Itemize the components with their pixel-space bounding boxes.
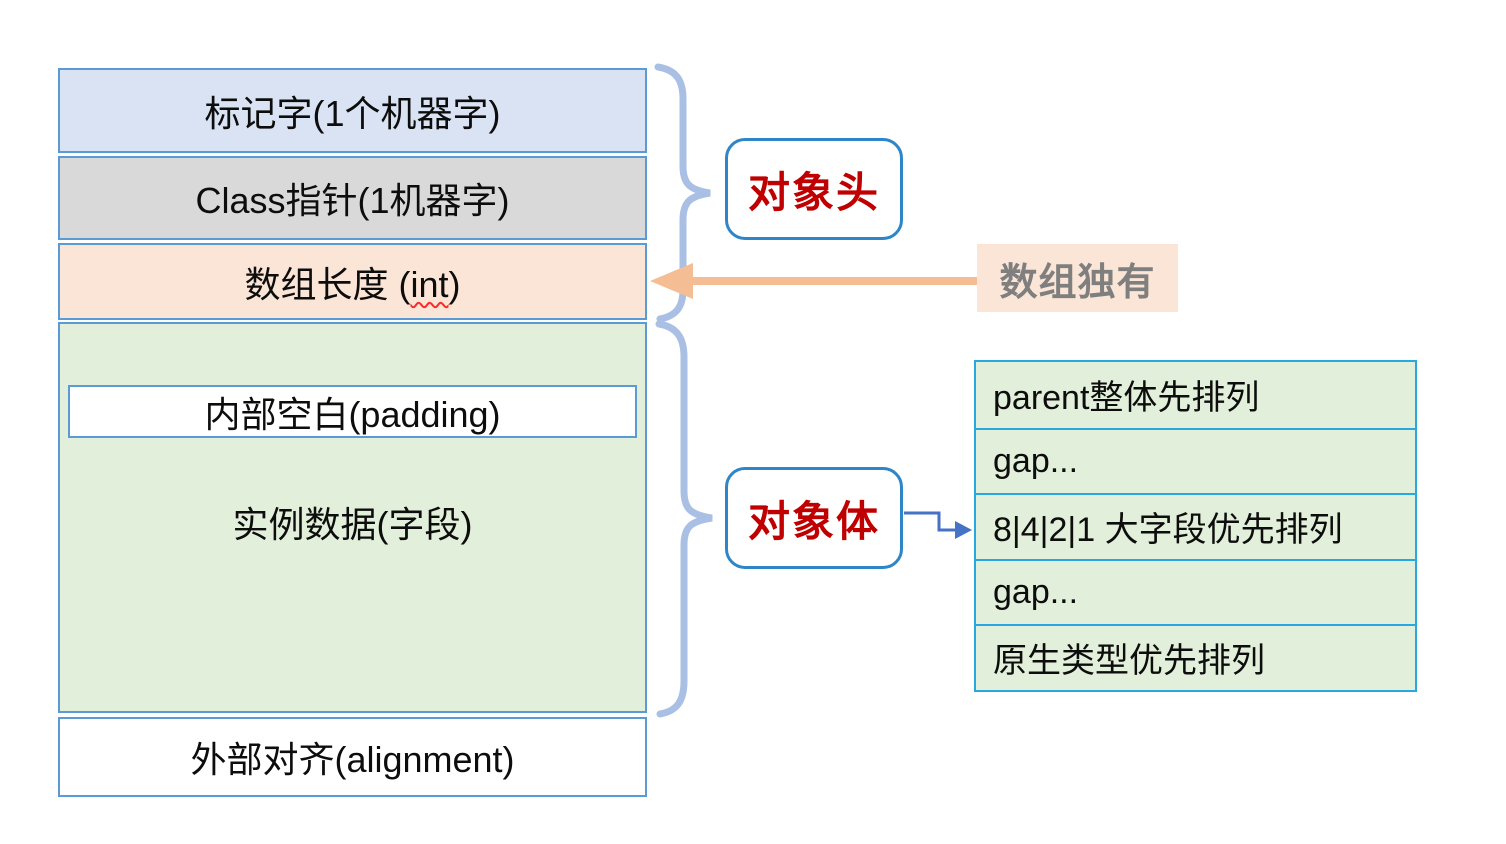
table-row-label: parent整体先排列 xyxy=(993,379,1260,418)
table-row: 原生类型优先排列 xyxy=(976,624,1415,690)
object-body-to-table-connector-icon xyxy=(904,511,972,539)
object-body-label: 对象体 xyxy=(747,497,880,545)
object-header-brace-icon xyxy=(654,63,711,323)
table-row: 8|4|2|1 大字段优先排列 xyxy=(976,493,1415,559)
table-row: parent整体先排列 xyxy=(976,362,1415,428)
array-length-prefix: 数组长度 ( xyxy=(244,263,411,305)
mark-word-label: 标记字(1个机器字) xyxy=(204,92,501,134)
object-header-callout: 对象头 xyxy=(725,138,903,240)
table-row-label: 原生类型优先排列 xyxy=(993,642,1265,681)
instance-data-label: 实例数据(字段) xyxy=(232,504,473,545)
class-pointer-box: Class指针(1机器字) xyxy=(58,156,647,240)
array-length-label: 数组长度 (int) xyxy=(244,256,460,308)
array-length-word-spellchecked: int xyxy=(410,263,449,305)
array-length-suffix: ) xyxy=(448,263,461,305)
mark-word-box: 标记字(1个机器字) xyxy=(58,68,647,153)
table-row: gap... xyxy=(976,427,1415,493)
inner-padding-box: 内部空白(padding) xyxy=(68,385,637,438)
object-header-label: 对象头 xyxy=(747,168,880,216)
array-only-label: 数组独有 xyxy=(999,261,1156,304)
external-alignment-box: 外部对齐(alignment) xyxy=(58,717,647,797)
table-row-label: gap... xyxy=(993,572,1079,611)
table-row-label: gap... xyxy=(993,441,1079,480)
array-only-arrow-icon xyxy=(650,263,977,299)
object-body-brace-icon xyxy=(655,320,713,718)
field-order-table: parent整体先排列 gap... 8|4|2|1 大字段优先排列 gap..… xyxy=(974,360,1417,692)
class-pointer-label: Class指针(1机器字) xyxy=(195,180,510,221)
array-length-box: 数组长度 (int) xyxy=(58,243,647,320)
object-body-box: 内部空白(padding) 实例数据(字段) xyxy=(58,322,647,713)
array-only-tag: 数组独有 xyxy=(977,244,1178,312)
inner-padding-label: 内部空白(padding) xyxy=(204,393,501,435)
table-row-label: 8|4|2|1 大字段优先排列 xyxy=(993,511,1343,550)
table-row: gap... xyxy=(976,558,1415,624)
object-body-callout: 对象体 xyxy=(725,467,903,569)
external-alignment-label: 外部对齐(alignment) xyxy=(190,739,515,780)
